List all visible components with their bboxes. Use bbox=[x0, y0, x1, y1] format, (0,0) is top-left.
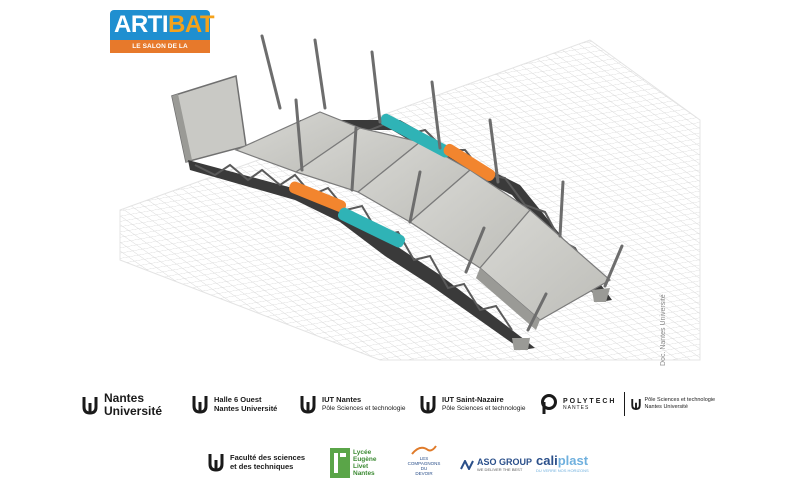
faculte-line1: Faculté des sciences bbox=[230, 453, 306, 462]
halle6-text: Halle 6 Ouest Nantes Université bbox=[214, 395, 277, 413]
post-6 bbox=[558, 180, 565, 238]
polytech-sub-text: Pôle Sciences et technologie Nantes Univ… bbox=[644, 397, 715, 411]
polytech-wordmark: POLYTECH NANTES bbox=[563, 398, 616, 411]
polytech-extra1: Pôle Sciences et technologie bbox=[644, 397, 716, 403]
artibat-wordmark: ARTIBAT bbox=[114, 11, 215, 38]
compagnons-line1: LES bbox=[419, 456, 429, 461]
orange-actuator-front bbox=[289, 181, 347, 213]
compagnons-icon bbox=[411, 445, 437, 455]
nantes-universite-icon bbox=[631, 399, 642, 410]
nantes-universite-icon bbox=[192, 396, 208, 414]
post-10 bbox=[408, 170, 422, 224]
truss-front bbox=[194, 163, 513, 331]
halle6-line2: Nantes Université bbox=[214, 404, 278, 413]
compagnons-line2: COMPAGNONS bbox=[407, 461, 441, 466]
nantes-universite-text: Nantes Université bbox=[104, 392, 162, 418]
bridge-illustration bbox=[119, 34, 701, 361]
iut-saint-nazaire-logo: IUT Saint-Nazaire Pôle Sciences et techn… bbox=[420, 394, 525, 414]
deck-edge bbox=[476, 268, 540, 330]
aso-group-line2: WE DELIVER THE BEST bbox=[477, 467, 523, 472]
post-5 bbox=[488, 118, 500, 184]
caliplast-logo: caliplast DU VERRE NOS HORIZONS bbox=[536, 454, 589, 474]
lycee-eugene-livet-logo: Lycée Eugène Livet Nantes bbox=[330, 448, 376, 478]
faculte-sciences-logo: Faculté des sciences et des techniques bbox=[208, 452, 305, 472]
aso-group-logo: ASO GROUP WE DELIVER THE BEST bbox=[460, 458, 532, 472]
halle6-line1: Halle 6 Ouest bbox=[214, 395, 262, 404]
compagnons-line4: DEVOIR bbox=[415, 471, 433, 476]
caliplast-line3: DU VERRE NOS HORIZONS bbox=[536, 468, 589, 473]
post-12 bbox=[526, 292, 548, 332]
iut-nantes-line2: Pôle Sciences et technologie bbox=[322, 405, 406, 412]
artibat-logo: ARTIBAT LE SALON DE LA CONSTRUCTION bbox=[110, 10, 215, 63]
polytech-line1: POLYTECH bbox=[563, 397, 617, 405]
post-4 bbox=[430, 80, 442, 150]
caliplast-line2: plast bbox=[557, 453, 589, 468]
iut-nantes-text: IUT Nantes Pôle Sciences et technologie bbox=[322, 395, 405, 413]
post-1 bbox=[260, 34, 282, 110]
image-credit: Doc. Nantes Université bbox=[660, 250, 672, 370]
iut-nantes-line1: IUT Nantes bbox=[322, 395, 362, 404]
aso-group-line1: ASO GROUP bbox=[477, 457, 533, 467]
post-9 bbox=[350, 126, 358, 192]
compagnons-line3: DU bbox=[420, 466, 428, 471]
grid-floor-fade bbox=[119, 39, 701, 361]
artibat-brand-part2: BAT bbox=[168, 11, 215, 38]
artibat-logo-top: ARTIBAT bbox=[110, 10, 215, 40]
polytech-extra2: Nantes Université bbox=[644, 404, 688, 410]
compagnons-du-devoir-logo: LES COMPAGNONS DU DEVOIR bbox=[396, 444, 452, 476]
lycee-line3: Livet bbox=[353, 463, 369, 470]
teal-actuator-front bbox=[337, 207, 406, 248]
orange-actuator-back bbox=[443, 143, 496, 182]
posts bbox=[260, 34, 624, 332]
nantes-universite-icon bbox=[420, 396, 436, 414]
nantes-universite-logo: Nantes Université bbox=[82, 392, 162, 418]
nantes-universite-icon bbox=[208, 454, 224, 472]
post-3 bbox=[370, 50, 382, 124]
lycee-icon bbox=[330, 448, 350, 478]
nantes-universite-icon bbox=[82, 397, 98, 415]
chassis-front bbox=[188, 160, 535, 350]
faculte-sciences-text: Faculté des sciences et des techniques bbox=[230, 453, 305, 471]
post-11 bbox=[464, 226, 486, 274]
iut-saint-nazaire-text: IUT Saint-Nazaire Pôle Sciences et techn… bbox=[442, 395, 525, 413]
artibat-tagline: LE SALON DE LA CONSTRUCTION bbox=[110, 40, 210, 63]
deck-panel-5 bbox=[479, 209, 612, 321]
halle6-logo: Halle 6 Ouest Nantes Université bbox=[192, 394, 277, 414]
nantes-universite-line2: Université bbox=[104, 404, 163, 418]
iut-nantes-logo: IUT Nantes Pôle Sciences et technologie bbox=[300, 394, 405, 414]
aso-group-icon bbox=[460, 460, 474, 470]
lycee-line4: Nantes bbox=[353, 470, 375, 477]
polytech-line2: NANTES bbox=[563, 404, 590, 411]
foot-front bbox=[512, 338, 530, 350]
polytech-divider bbox=[624, 392, 626, 416]
caliplast-line1: cali bbox=[536, 453, 558, 468]
lycee-line1: Lycée bbox=[353, 449, 372, 456]
polytech-logo: POLYTECH NANTES Pôle Sciences et technol… bbox=[540, 392, 715, 416]
lycee-line2: Eugène bbox=[353, 456, 377, 463]
teal-actuator-back bbox=[380, 113, 452, 158]
nantes-universite-icon bbox=[300, 396, 316, 414]
faculte-line2: et des techniques bbox=[230, 462, 294, 471]
caliplast-wordmark: caliplast bbox=[536, 454, 588, 468]
image-credit-text: Doc. Nantes Université bbox=[660, 294, 667, 366]
iut-saint-nazaire-line1: IUT Saint-Nazaire bbox=[442, 395, 504, 404]
post-8 bbox=[294, 98, 304, 172]
post-7 bbox=[603, 244, 624, 288]
iut-saint-nazaire-line2: Pôle Sciences et technologie bbox=[442, 405, 526, 412]
polytech-icon bbox=[541, 394, 557, 414]
lycee-text: Lycée Eugène Livet Nantes bbox=[353, 449, 376, 477]
upright-panel-edge bbox=[172, 94, 192, 162]
post-2 bbox=[313, 38, 327, 110]
foot-back bbox=[592, 288, 610, 302]
nantes-universite-line1: Nantes bbox=[104, 391, 145, 405]
aso-group-text: ASO GROUP WE DELIVER THE BEST bbox=[477, 457, 533, 473]
artibat-brand-part1: ARTI bbox=[114, 11, 169, 38]
compagnons-text: LES COMPAGNONS DU DEVOIR bbox=[408, 456, 441, 476]
